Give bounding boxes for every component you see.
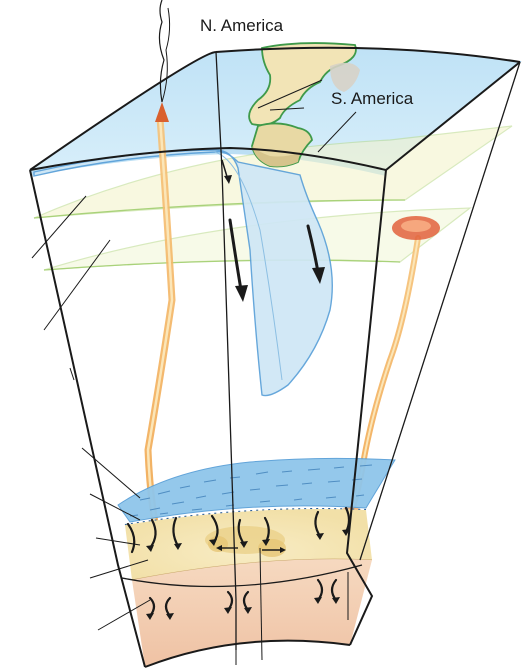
plume-head-icon xyxy=(401,220,431,232)
north-america-label: N. America xyxy=(200,16,283,36)
south-america-label: S. America xyxy=(331,89,413,109)
core-blob xyxy=(208,536,228,552)
